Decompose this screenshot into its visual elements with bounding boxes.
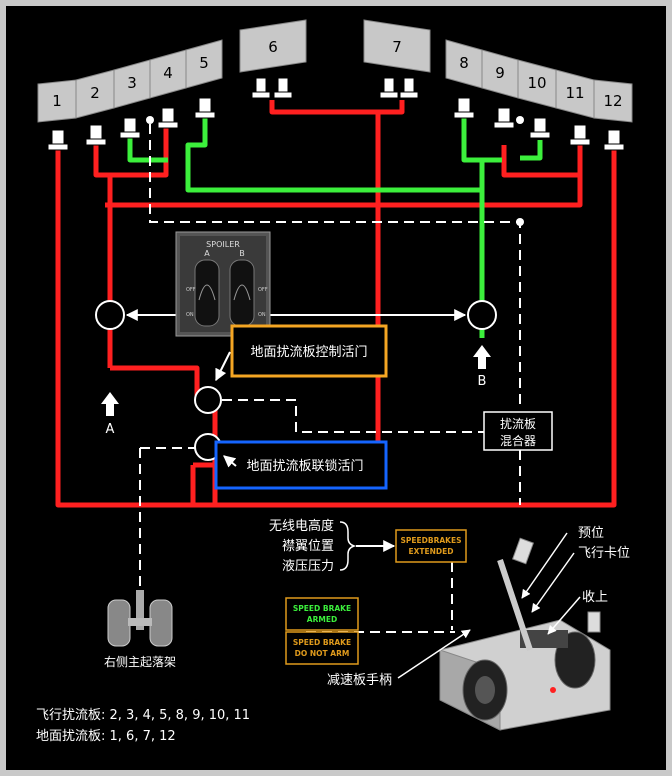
conditions-bracket xyxy=(339,521,357,571)
panel-label-2: 2 xyxy=(90,84,100,102)
speed-brake-armed-light xyxy=(285,597,359,631)
up-label: 收上 xyxy=(582,590,608,605)
spoiler-mixer-box xyxy=(483,411,553,451)
panel-label-4: 4 xyxy=(163,64,173,82)
speedbrake-lever-assembly xyxy=(439,537,611,731)
left-shutoff-valve xyxy=(95,300,125,330)
legend-flight-spoilers: 飞行扰流板: 2, 3, 4, 5, 8, 9, 10, 11 xyxy=(36,708,250,723)
legend-ground-spoilers: 地面扰流板: 1, 6, 7, 12 xyxy=(36,729,176,744)
center-spoiler-panels xyxy=(239,19,431,73)
spoiler-switch-a[interactable] xyxy=(194,259,220,327)
spoiler-switch-b[interactable] xyxy=(229,259,255,327)
speedbrakes-extended-light xyxy=(395,529,467,563)
gear-label: 右侧主起落架 xyxy=(104,654,176,669)
module-on-right: ON xyxy=(258,312,266,318)
module-switch-a-label: A xyxy=(204,249,210,258)
panel-label-3: 3 xyxy=(127,74,137,92)
spoiler-panel-7 xyxy=(363,19,431,73)
armed-line2: ARMED xyxy=(307,615,337,624)
spoiler-panel-6 xyxy=(239,19,307,73)
right-spoiler-panels xyxy=(445,39,633,123)
module-on-left: ON xyxy=(186,312,194,318)
red-hydraulic-lines xyxy=(55,100,617,508)
panel-label-8: 8 xyxy=(459,54,469,72)
extended-line1: SPEEDBRAKES xyxy=(400,536,461,545)
armed-line1: SPEED BRAKE xyxy=(293,604,351,613)
panel-label-9: 9 xyxy=(495,64,505,82)
mixer-pivots xyxy=(146,116,524,124)
module-off-right: OFF xyxy=(258,287,268,293)
left-spoiler-panels xyxy=(37,39,223,123)
panel-label-7: 7 xyxy=(392,38,402,56)
ground-spoiler-control-valve xyxy=(194,386,222,414)
panel-label-11: 11 xyxy=(565,84,584,102)
right-main-landing-gear xyxy=(107,590,173,647)
spoiler-panel-12 xyxy=(593,79,633,123)
speedbrake-handle[interactable] xyxy=(512,537,534,565)
detent-label: 预位 xyxy=(578,526,604,541)
mixer-label-line1: 扰流板 xyxy=(500,417,536,431)
panel-label-5: 5 xyxy=(199,54,209,72)
flap-position-label: 襟翼位置 xyxy=(282,539,334,554)
control-valve-label: 地面扰流板控制活门 xyxy=(250,345,367,360)
panel-label-10: 10 xyxy=(527,74,546,92)
interlock-valve-highlight xyxy=(214,440,388,490)
module-title: SPOILER xyxy=(206,240,240,249)
module-switch-b-label: B xyxy=(239,249,245,258)
donotarm-line2: DO NOT ARM xyxy=(295,649,350,658)
mixer-joint xyxy=(516,218,524,226)
donotarm-line1: SPEED BRAKE xyxy=(293,638,351,647)
extended-line2: EXTENDED xyxy=(409,547,454,556)
actuators xyxy=(47,77,625,151)
port-b-label: B xyxy=(478,374,487,389)
spoiler-switch-module: SPOILER A B OFF ON OFF ON xyxy=(175,231,271,337)
speed-brake-do-not-arm-light xyxy=(285,631,359,665)
radio-altitude-label: 无线电高度 xyxy=(269,518,334,534)
panel-label-6: 6 xyxy=(268,38,278,56)
panel-label-12: 12 xyxy=(603,92,622,110)
mixer-label-line2: 混合器 xyxy=(500,433,536,448)
flight-detent-label: 飞行卡位 xyxy=(578,546,630,561)
panel-label-1: 1 xyxy=(52,92,62,110)
port-a-label: A xyxy=(106,422,115,437)
supply-arrows xyxy=(101,345,491,416)
valve-circles xyxy=(95,300,497,461)
right-shutoff-valve xyxy=(467,300,497,330)
module-off-left: OFF xyxy=(186,287,196,293)
speedbrake-handle-label: 减速板手柄 xyxy=(327,673,392,688)
hydraulic-pressure-label: 液压压力 xyxy=(282,559,334,574)
control-valve-highlight xyxy=(230,324,388,378)
spoiler-panel-5 xyxy=(185,39,223,89)
interlock-valve-label: 地面扰流板联锁活门 xyxy=(246,458,363,474)
